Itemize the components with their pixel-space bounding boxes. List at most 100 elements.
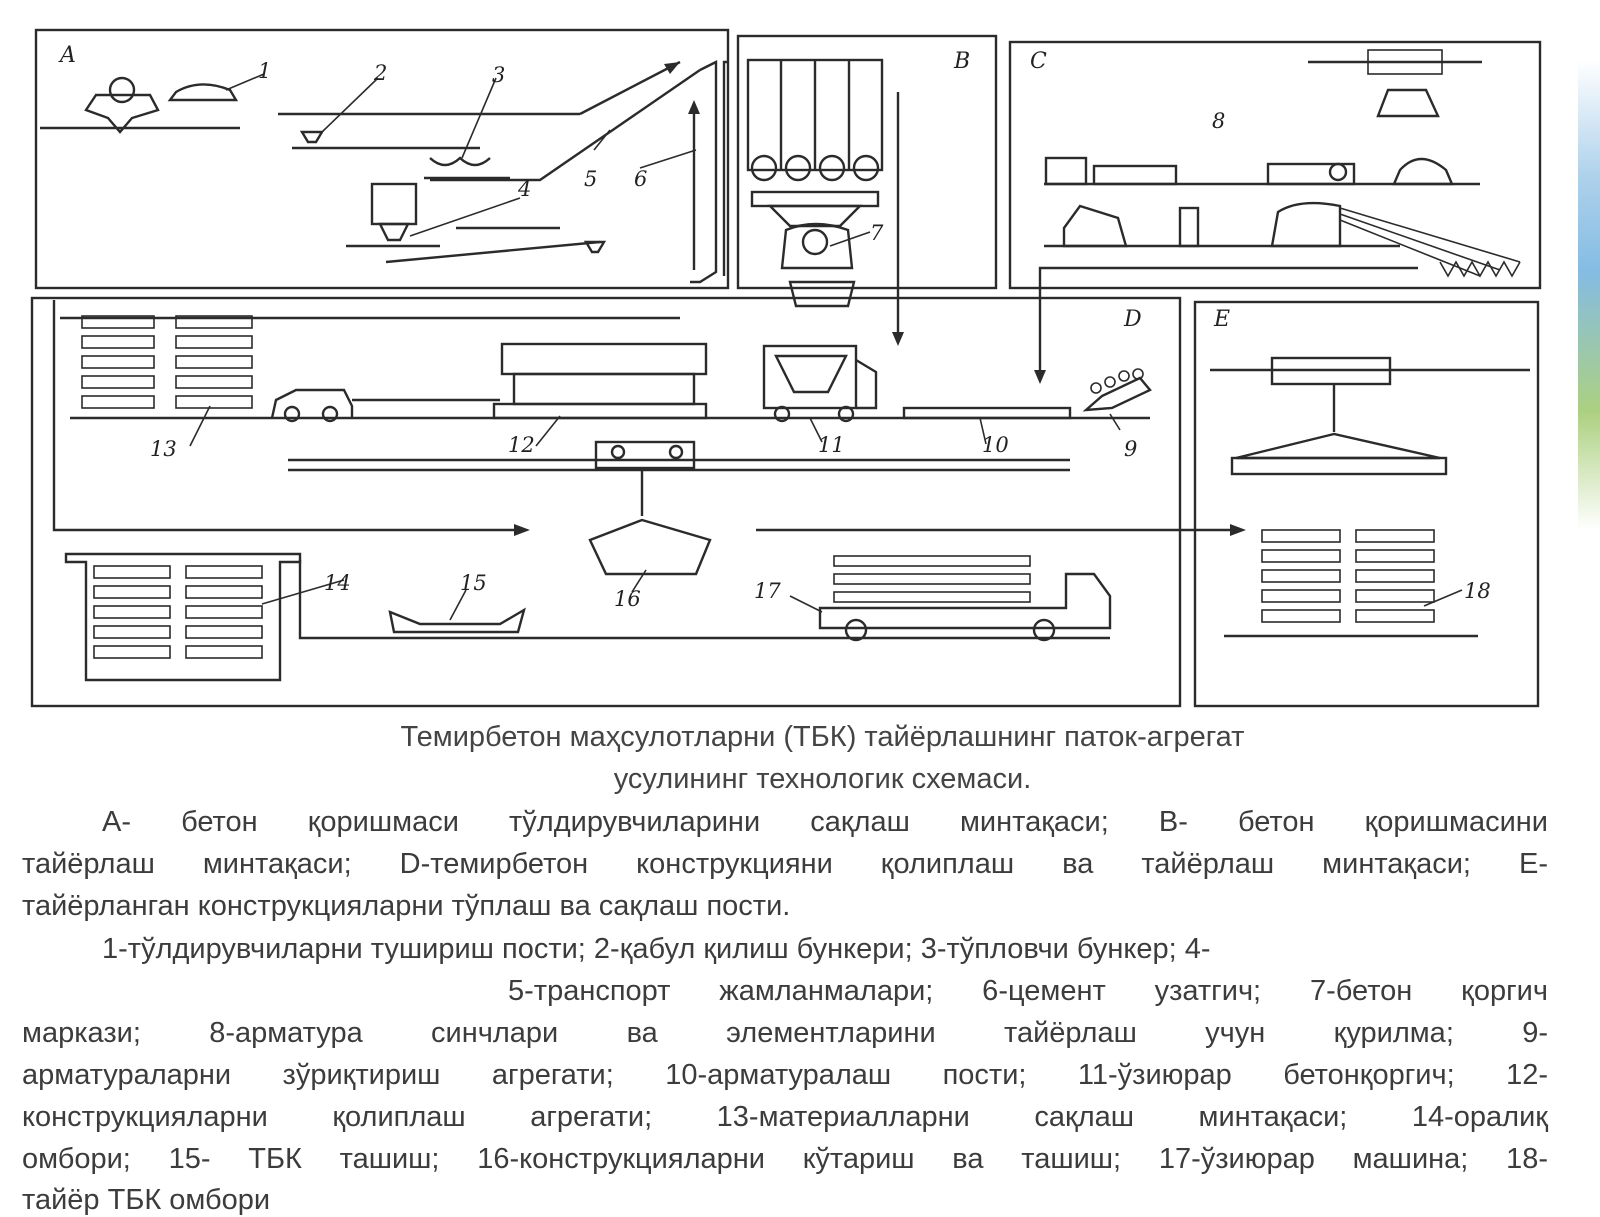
aggregate-pile — [167, 83, 239, 102]
panel-e — [1230, 456, 1448, 476]
zone-labels: A B C D E — [58, 43, 1230, 332]
mixer-funnel — [767, 204, 863, 228]
cement-feeder-pipe-2 — [722, 60, 728, 276]
concrete-mixer — [780, 222, 854, 270]
zone-c-frame — [1008, 40, 1542, 290]
zone-b-equipment — [746, 58, 904, 346]
conveyor-incline-arrow — [579, 60, 681, 116]
press-column — [1178, 206, 1200, 248]
receiving-bunker — [299, 130, 325, 144]
decorative-side-strip — [1578, 60, 1600, 530]
bending-machine — [1270, 201, 1342, 248]
callout-3: 3 — [492, 63, 505, 87]
table-c2 — [1266, 162, 1356, 186]
dosing-hopper-outlet — [378, 222, 410, 242]
callout-14: 14 — [324, 571, 351, 595]
rebar-rays — [1339, 207, 1521, 277]
arrowhead-cement — [688, 100, 700, 114]
arrowhead-d1 — [514, 524, 530, 536]
callout-8: 8 — [1212, 109, 1225, 133]
lower-belt — [385, 240, 601, 264]
warehouse-stacks — [93, 565, 263, 659]
tension-aggregate — [1082, 376, 1152, 412]
callout-2: 2 — [373, 61, 387, 85]
truck-load — [833, 555, 1031, 603]
legend-line-1: 1-тўлдирувчиларни тушириш пости; 2-қабул… — [102, 933, 1211, 965]
legend-line-7: тайёр ТБК омбори — [22, 1184, 271, 1216]
caption-line-2: усулининг технологик схемаси. — [613, 763, 1032, 795]
legend-line-3: маркази; 8-арматура синчлари ва элементл… — [22, 1017, 1548, 1049]
cement-feeder-pipe — [690, 60, 718, 284]
mixer-drum — [801, 228, 829, 256]
zone-a-equipment — [40, 60, 728, 284]
arrowhead-b — [892, 332, 904, 346]
silo-cone-2 — [784, 154, 812, 182]
molding-aggregate-base — [492, 402, 708, 420]
silo-cone-1 — [750, 154, 778, 182]
machine-c3 — [1392, 157, 1454, 186]
caption-line-1: Темирбетон маҳсулотларни (ТБК) тайёрлашн… — [400, 721, 1245, 753]
arrowhead-conveyor — [664, 62, 680, 74]
zone-e-equipment — [1210, 356, 1530, 638]
zone-label-d: D — [1123, 307, 1142, 332]
unloading-wheel — [108, 76, 136, 104]
finished-stacks — [1261, 529, 1435, 623]
silo-cone-3 — [818, 154, 846, 182]
callout-17: 17 — [754, 579, 781, 603]
reinforcing-post — [902, 406, 1072, 420]
callout-numbers: 1 2 3 4 5 6 7 8 9 10 11 12 13 14 15 16 1… — [150, 59, 1491, 611]
mixer-bucket — [774, 354, 848, 394]
zone-a-frame — [34, 28, 730, 290]
spreader-beam — [1235, 432, 1441, 460]
return-arrow-line — [52, 300, 524, 532]
callout-18: 18 — [1464, 579, 1491, 603]
callout-12: 12 — [508, 433, 535, 457]
zones-line-2: тайёрлаш минтақаси; D-темирбетон констру… — [22, 848, 1548, 880]
callout-10: 10 — [982, 433, 1009, 457]
zone-d-frame — [30, 296, 1182, 708]
zone-b-frame — [736, 34, 998, 290]
tbk-carrier — [388, 607, 526, 634]
table-c2-wheel — [1328, 162, 1348, 182]
callout-13: 13 — [150, 437, 177, 461]
callout-11: 11 — [818, 433, 845, 457]
crane-trolley-d — [594, 440, 696, 470]
molding-aggregate-body — [512, 372, 696, 406]
transport-incline — [430, 69, 701, 182]
crane-trolley-e — [1270, 356, 1392, 386]
lower-hopper — [583, 240, 607, 254]
callout-9: 9 — [1124, 437, 1137, 461]
legend-line-5: конструкцияларни қолиплаш агрегати; 13-м… — [22, 1101, 1548, 1133]
technology-scheme-drawing: A B C D E 1 2 3 4 5 6 7 8 9 10 11 12 13 … — [30, 28, 1542, 708]
zone-label-a: A — [58, 43, 76, 68]
rebar-feed-line — [1038, 266, 1418, 372]
welding-machine — [1062, 204, 1128, 248]
zone-frames — [30, 28, 1542, 708]
callout-4: 4 — [517, 177, 531, 201]
legend-line-4: арматураларни зўриқтириш агрегати; 10-ар… — [22, 1059, 1548, 1091]
zone-c-equipment — [1034, 49, 1521, 384]
callout-6: 6 — [634, 167, 647, 191]
legend-line-6: омбори; 15- ТБК ташиш; 16-конструкциялар… — [22, 1143, 1548, 1175]
dosing-hopper — [370, 182, 418, 226]
callout-7: 7 — [870, 221, 884, 245]
zone-label-e: E — [1213, 307, 1230, 332]
intermediate-warehouse — [64, 552, 302, 682]
arrowhead-c — [1034, 370, 1046, 384]
mixer-outlet-hopper — [788, 280, 856, 308]
collecting-bunker — [429, 156, 491, 167]
leader-lines — [189, 73, 1463, 621]
callout-1: 1 — [258, 59, 271, 83]
table-c1 — [1092, 164, 1178, 186]
arrowhead-d2 — [1230, 524, 1246, 536]
zone-label-b: B — [953, 49, 970, 74]
molding-aggregate-top — [500, 342, 708, 376]
machine-c1 — [1044, 156, 1088, 186]
forklift — [270, 388, 354, 419]
legend-line-2: 5-транспорт жамланмалари; 6-цемент узатг… — [508, 975, 1548, 1007]
callout-16: 16 — [614, 587, 641, 611]
crane-hook-c — [1376, 88, 1440, 118]
material-stacks — [81, 315, 253, 409]
zone-d-equipment — [52, 300, 1246, 682]
lifting-grab — [588, 518, 712, 576]
